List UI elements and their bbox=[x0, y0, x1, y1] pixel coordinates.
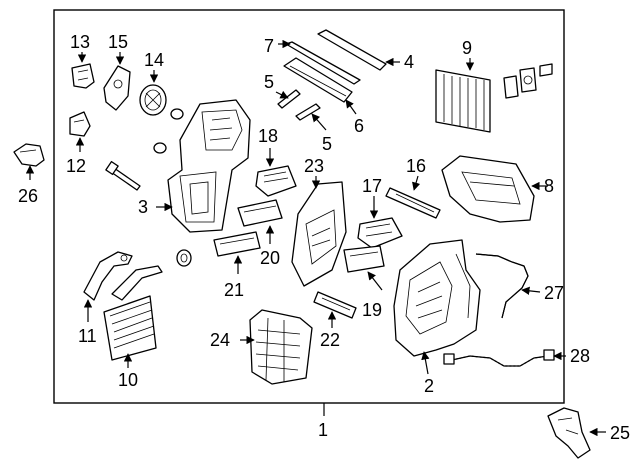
part-12-bracket bbox=[69, 111, 91, 137]
callout-13: 13 bbox=[70, 32, 90, 52]
callout-28: 28 bbox=[570, 346, 590, 366]
callout-6: 6 bbox=[354, 116, 364, 136]
callout-7: 7 bbox=[264, 36, 274, 56]
part-25-duct bbox=[547, 407, 591, 459]
part-2-main-case bbox=[393, 239, 481, 357]
callout-21: 21 bbox=[224, 280, 244, 300]
callout-11: 11 bbox=[78, 326, 97, 346]
callout-3: 3 bbox=[138, 197, 148, 217]
callout-2: 2 bbox=[424, 376, 434, 396]
bolt-part bbox=[105, 160, 141, 191]
callout-14: 14 bbox=[144, 50, 164, 70]
part-9-evaporator bbox=[435, 69, 491, 133]
callout-10: 10 bbox=[118, 370, 138, 390]
part-21-door bbox=[213, 231, 261, 257]
part-3-blower-housing bbox=[167, 99, 251, 233]
callout-15: 15 bbox=[108, 32, 128, 52]
part-11-pipe bbox=[83, 251, 133, 301]
part-16-door bbox=[385, 187, 441, 219]
callout-1: 1 bbox=[318, 420, 328, 440]
callout-27: 27 bbox=[544, 283, 564, 303]
callout-23: 23 bbox=[304, 156, 324, 176]
callout-12: 12 bbox=[66, 156, 86, 176]
part-18-actuator bbox=[255, 165, 297, 197]
ring-parts bbox=[153, 108, 192, 267]
part-23-case bbox=[291, 181, 347, 287]
part-27-pipe bbox=[475, 253, 529, 319]
part-28-harness bbox=[443, 349, 555, 367]
part-22-door bbox=[313, 291, 357, 319]
callout-26: 26 bbox=[18, 186, 38, 206]
callout-24: 24 bbox=[210, 330, 230, 350]
callout-17: 17 bbox=[362, 176, 382, 196]
callout-20: 20 bbox=[260, 248, 280, 268]
part-6-frame bbox=[283, 57, 353, 103]
leader-lines bbox=[25, 39, 606, 437]
part-17-actuator bbox=[357, 217, 403, 249]
part-15-bracket bbox=[103, 65, 131, 111]
callout-19: 19 bbox=[362, 300, 382, 320]
callout-8: 8 bbox=[544, 176, 554, 196]
part-24-duct bbox=[249, 309, 313, 385]
callout-25: 25 bbox=[610, 423, 630, 443]
callout-16: 16 bbox=[406, 156, 426, 176]
callout-18: 18 bbox=[258, 126, 278, 146]
callout-labels: 13 15 14 12 7 4 5 6 5 9 18 23 16 8 17 3 … bbox=[18, 32, 630, 443]
callout-5b: 5 bbox=[322, 134, 332, 154]
part-10-heater-core bbox=[103, 265, 163, 361]
part-26-sensor bbox=[13, 143, 45, 167]
part-19-door bbox=[343, 245, 385, 273]
part-13-bracket bbox=[71, 63, 95, 89]
callout-4: 4 bbox=[404, 52, 414, 72]
part-9-fittings bbox=[503, 63, 553, 99]
part-5-rods bbox=[277, 89, 321, 121]
callout-5a: 5 bbox=[264, 72, 274, 92]
part-20-door bbox=[237, 199, 283, 227]
callout-22: 22 bbox=[320, 330, 340, 350]
part-8-case bbox=[441, 155, 535, 223]
assembly-frame bbox=[53, 9, 565, 404]
callout-9: 9 bbox=[462, 38, 472, 58]
part-14-motor bbox=[139, 84, 167, 116]
